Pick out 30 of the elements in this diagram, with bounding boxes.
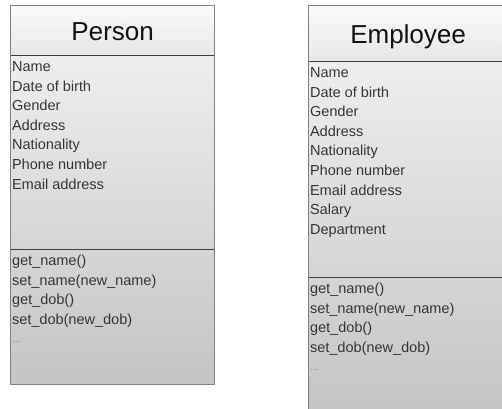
attribute-text: Email address: [12, 176, 104, 195]
attribute-text: Address: [12, 116, 66, 136]
attribute-text: Date of birth: [12, 78, 91, 97]
attribute-text: Gender: [310, 103, 358, 122]
method-text: set_name(new_name): [12, 272, 156, 291]
attribute-text: Phone number: [310, 162, 406, 181]
attribute-text: Phone number: [12, 156, 108, 175]
class-name: Person: [71, 16, 154, 46]
attribute-text: Date of birth: [310, 84, 389, 103]
method-text: get_dob(): [310, 319, 372, 338]
method-text: set_name(new_name): [310, 300, 454, 319]
attribute-text: Name: [12, 58, 51, 77]
attribute-text: Salary: [310, 201, 352, 220]
attribute-text: Name: [310, 64, 349, 83]
method-text: get_dob(): [12, 291, 74, 310]
attribute-text: Department: [310, 220, 386, 240]
class-box: [308, 5, 502, 409]
method-text: set_dob(new_dob): [12, 310, 132, 330]
attribute-text: Nationality: [12, 136, 80, 156]
attribute-text: Gender: [12, 97, 60, 116]
attribute-text: Nationality: [310, 142, 378, 162]
attribute-text: Address: [310, 122, 364, 142]
method-text: get_name(): [310, 280, 384, 299]
class-name: Employee: [350, 19, 466, 49]
method-text: ...: [310, 361, 318, 376]
method-text: ...: [12, 333, 20, 348]
method-text: set_dob(new_dob): [310, 338, 430, 358]
method-text: get_name(): [12, 252, 86, 271]
attribute-text: Email address: [310, 182, 402, 201]
class-box: [10, 5, 215, 385]
